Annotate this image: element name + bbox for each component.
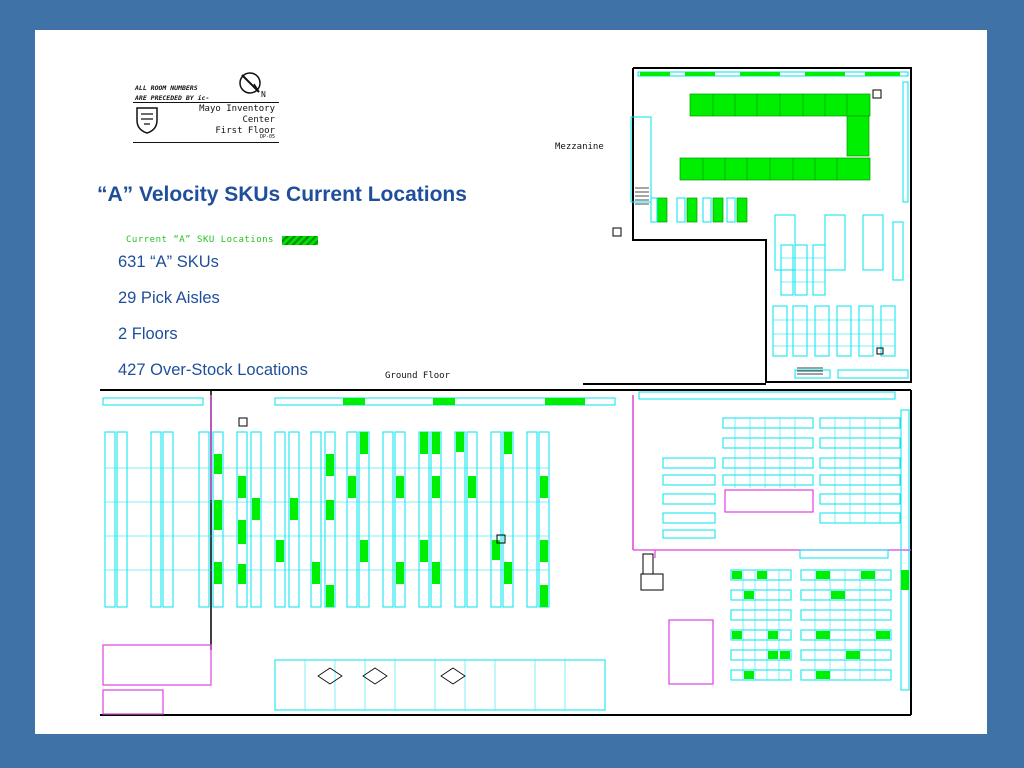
mezzanine-rack-subdivisions — [773, 257, 895, 347]
mezzanine-walls — [632, 67, 912, 383]
ground-dock-doors — [317, 667, 466, 685]
ground-floor-walls — [100, 383, 912, 716]
stat-floors: 2 Floors — [118, 325, 178, 343]
room-number-note-line2: ARE PRECEDED BY ic- — [135, 94, 210, 102]
legend-swatch — [281, 235, 318, 245]
drawing-title-block: ALL ROOM NUMBERS ARE PRECEDED BY ic- N M… — [133, 70, 279, 144]
mezzanine-racks — [630, 81, 909, 379]
mezzanine-grid-lines — [702, 94, 848, 180]
stat-overstock: 427 Over-Stock Locations — [118, 361, 308, 379]
stat-a-skus: 631 “A” SKUs — [118, 253, 219, 271]
ground-top-strip — [102, 391, 896, 406]
ground-markers — [238, 417, 664, 591]
legend: Current “A” SKU Locations — [126, 235, 318, 245]
mezzanine-markers — [612, 89, 884, 355]
title-block-divider — [133, 102, 279, 103]
drawing-code: DP-05 — [259, 134, 275, 140]
stat-pick-aisles: 29 Pick Aisles — [118, 289, 220, 307]
clinic-shield-icon — [136, 107, 158, 134]
north-label: N — [261, 90, 266, 99]
building-name-line3: First Floor — [215, 126, 275, 136]
title-block-bottom-rule — [133, 142, 279, 143]
legend-label: Current “A” SKU Locations — [126, 235, 274, 245]
ground-right-rack-dividers — [304, 418, 881, 710]
ground-floor-label: Ground Floor — [385, 371, 451, 381]
building-name-line2: Center — [242, 115, 275, 125]
mezzanine-label: Mezzanine — [555, 142, 604, 152]
mezzanine-stairs — [635, 187, 823, 375]
mezzanine-top-strip — [637, 71, 909, 77]
north-arrow-icon — [239, 72, 261, 94]
mezzanine-a-sku-racks — [656, 93, 871, 223]
ground-magenta-rooms — [102, 489, 814, 715]
ground-aisle-subdivisions — [105, 467, 549, 571]
slide-canvas: ALL ROOM NUMBERS ARE PRECEDED BY ic- N M… — [35, 30, 987, 734]
stats-list: 631 “A” SKUs 29 Pick Aisles 2 Floors 427… — [118, 250, 308, 394]
ground-right-a-sku-locations — [732, 570, 909, 679]
ground-pick-aisles — [104, 431, 550, 608]
slide-title: “A” Velocity SKUs Current Locations — [97, 183, 467, 206]
floor-plan-drawing — [100, 67, 912, 716]
ground-right-racks — [274, 409, 910, 711]
room-number-note-line1: ALL ROOM NUMBERS — [135, 84, 198, 92]
building-name-line1: Mayo Inventory — [199, 104, 275, 114]
ground-a-sku-locations — [214, 432, 548, 607]
